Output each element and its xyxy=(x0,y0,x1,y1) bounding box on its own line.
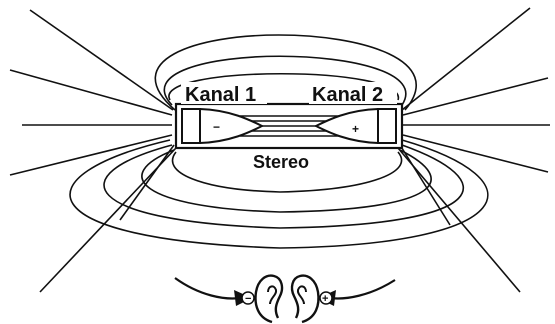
speaker-box: − + xyxy=(174,102,404,150)
ray-left-upper xyxy=(9,69,173,116)
left-polarity: − xyxy=(213,120,220,134)
ray-right-lower xyxy=(402,134,549,173)
left-ear-polarity-circle xyxy=(241,291,255,305)
ear-arrows xyxy=(174,277,396,306)
radiating-lines xyxy=(9,7,550,293)
field-loop-top-mid xyxy=(163,55,407,106)
arrow-right-curve xyxy=(329,279,396,300)
ray-left-lower xyxy=(9,134,173,176)
right-ear-icon xyxy=(290,274,320,324)
channel-1-label: Kanal 1 xyxy=(185,84,256,106)
field-loop-bottom-innermost xyxy=(171,151,403,193)
right-polarity: + xyxy=(352,122,359,136)
ray-right-bottom xyxy=(399,144,451,226)
label-backdrop xyxy=(250,150,320,172)
ray-left-far xyxy=(39,147,177,293)
left-ear-polarity: − xyxy=(245,293,251,305)
right-driver xyxy=(313,107,379,145)
field-loop-bottom-inner xyxy=(141,149,432,213)
arrow-left-curve xyxy=(174,277,241,300)
left-driver xyxy=(199,107,265,145)
stereo-label: Stereo xyxy=(253,152,309,172)
ray-left-bottom xyxy=(119,144,175,221)
channel-2-label: Kanal 2 xyxy=(312,84,383,106)
right-ear-polarity-circle xyxy=(319,291,333,305)
field-loop-bottom-outer xyxy=(69,139,489,249)
ray-right-top xyxy=(401,7,531,111)
field-loop-bottom-mid xyxy=(103,144,465,229)
field-loop-top-outer xyxy=(154,34,417,111)
ray-left-top xyxy=(29,9,174,111)
right-ear-polarity: + xyxy=(322,293,328,305)
ray-right-far xyxy=(397,147,521,293)
label-backdrop xyxy=(309,82,397,104)
field-loops xyxy=(69,34,489,249)
left-driver-magnet xyxy=(181,108,201,144)
label-backdrop xyxy=(181,82,267,104)
ray-right-upper xyxy=(402,77,549,116)
left-ear-icon xyxy=(254,274,284,324)
right-driver-magnet xyxy=(377,108,397,144)
